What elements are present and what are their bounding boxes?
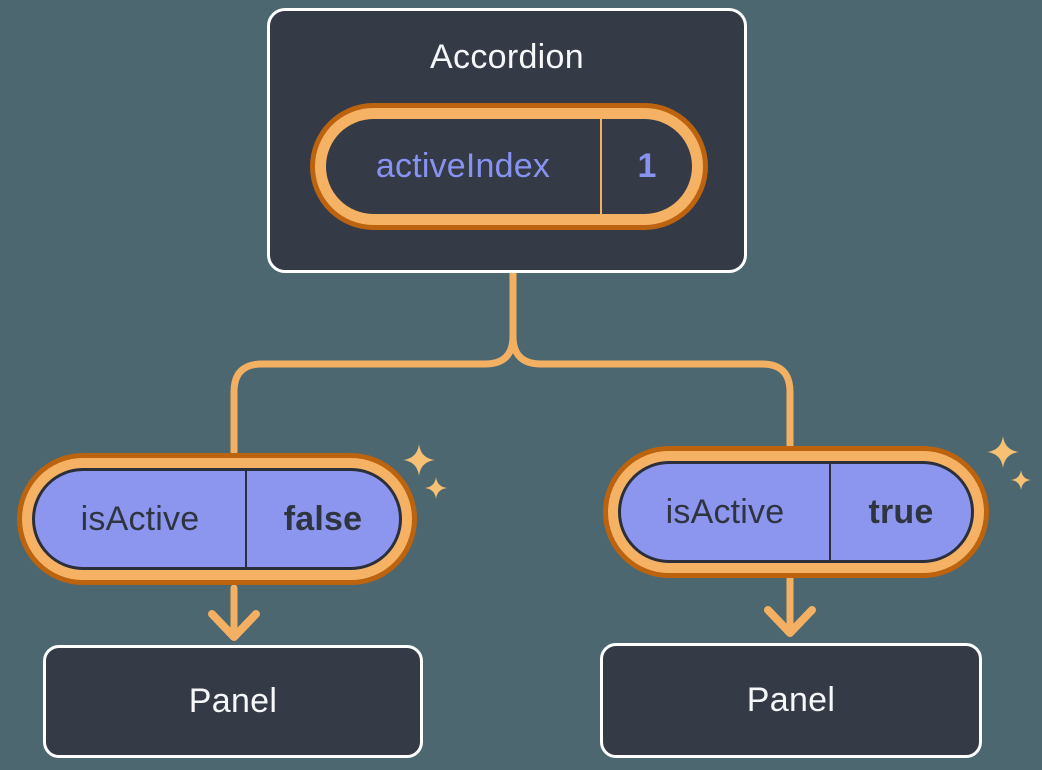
prop-value-label: true xyxy=(868,492,934,531)
sparkle-icon xyxy=(987,436,1031,490)
arrow-head-icon xyxy=(208,610,260,641)
prop-value-label: false xyxy=(283,499,363,538)
state-name-label: activeIndex xyxy=(375,147,551,185)
pill-divider xyxy=(600,119,602,214)
prop-pill-right: isActive true xyxy=(618,461,974,563)
panel-component-card-left: Panel xyxy=(43,645,423,758)
connector-branch-right xyxy=(509,269,794,450)
prop-name-label: isActive xyxy=(80,499,200,538)
component-title: Accordion xyxy=(430,38,584,76)
panel-component-card-right: Panel xyxy=(600,643,982,758)
connector-branch-left xyxy=(230,269,517,456)
arrow-down-right xyxy=(764,574,816,637)
state-pill: activeIndex 1 xyxy=(315,108,703,225)
pill-divider xyxy=(245,471,247,567)
arrow-down-left xyxy=(208,584,260,641)
sparkle-icon xyxy=(403,444,447,499)
state-value-label: 1 xyxy=(637,147,657,185)
pill-divider xyxy=(829,464,831,560)
arrow-head-icon xyxy=(764,606,816,637)
prop-name-label: isActive xyxy=(665,492,785,531)
prop-pill-left: isActive false xyxy=(32,468,402,570)
